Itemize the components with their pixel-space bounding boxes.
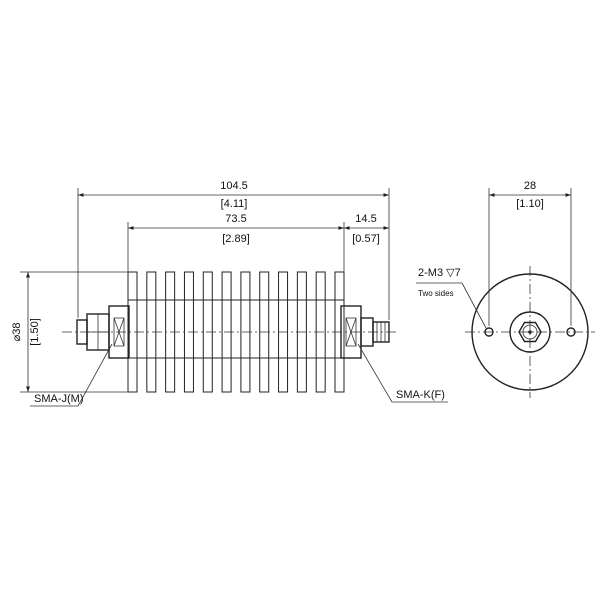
dim-diameter-in: [1.50] bbox=[29, 318, 41, 346]
connector-flange bbox=[509, 311, 551, 353]
body-core bbox=[127, 299, 345, 359]
dim-total-mm: 104.5 bbox=[220, 180, 248, 192]
connector-hex-nut bbox=[518, 321, 542, 343]
dim-total-in: [4.11] bbox=[221, 198, 248, 210]
dim-hole-spacing-in: [1.10] bbox=[516, 198, 544, 210]
dim-body-mm: 73.5 bbox=[225, 213, 246, 225]
leader-left bbox=[30, 343, 113, 407]
dim-diameter-mm: ⌀38 bbox=[11, 323, 23, 342]
leader-right bbox=[357, 343, 448, 403]
dim-connector-mm: 14.5 bbox=[355, 213, 376, 225]
hole-spec-label: 2-M3 ▽7 bbox=[418, 267, 461, 279]
hole-note-label: Two sides bbox=[418, 289, 454, 298]
mount-hole-right bbox=[566, 327, 576, 337]
label-left-connector: SMA-J(M) bbox=[34, 393, 84, 405]
center-pin bbox=[528, 330, 532, 334]
end-view: 28 [1.10] 2-M3 ▽7 Two sides bbox=[416, 180, 595, 398]
dim-connector-in: [0.57] bbox=[352, 233, 380, 245]
dim-body-in: [2.89] bbox=[222, 233, 250, 245]
connector-bore bbox=[522, 324, 538, 340]
hole-callout-leader bbox=[461, 282, 487, 329]
dim-hole-spacing-mm: 28 bbox=[524, 180, 536, 192]
side-view: 104.5 [4.11] 73.5 [2.89] 14.5 [0.57] ⌀38… bbox=[11, 180, 448, 407]
mount-hole-left bbox=[484, 327, 494, 337]
label-right-connector: SMA-K(F) bbox=[396, 389, 445, 401]
